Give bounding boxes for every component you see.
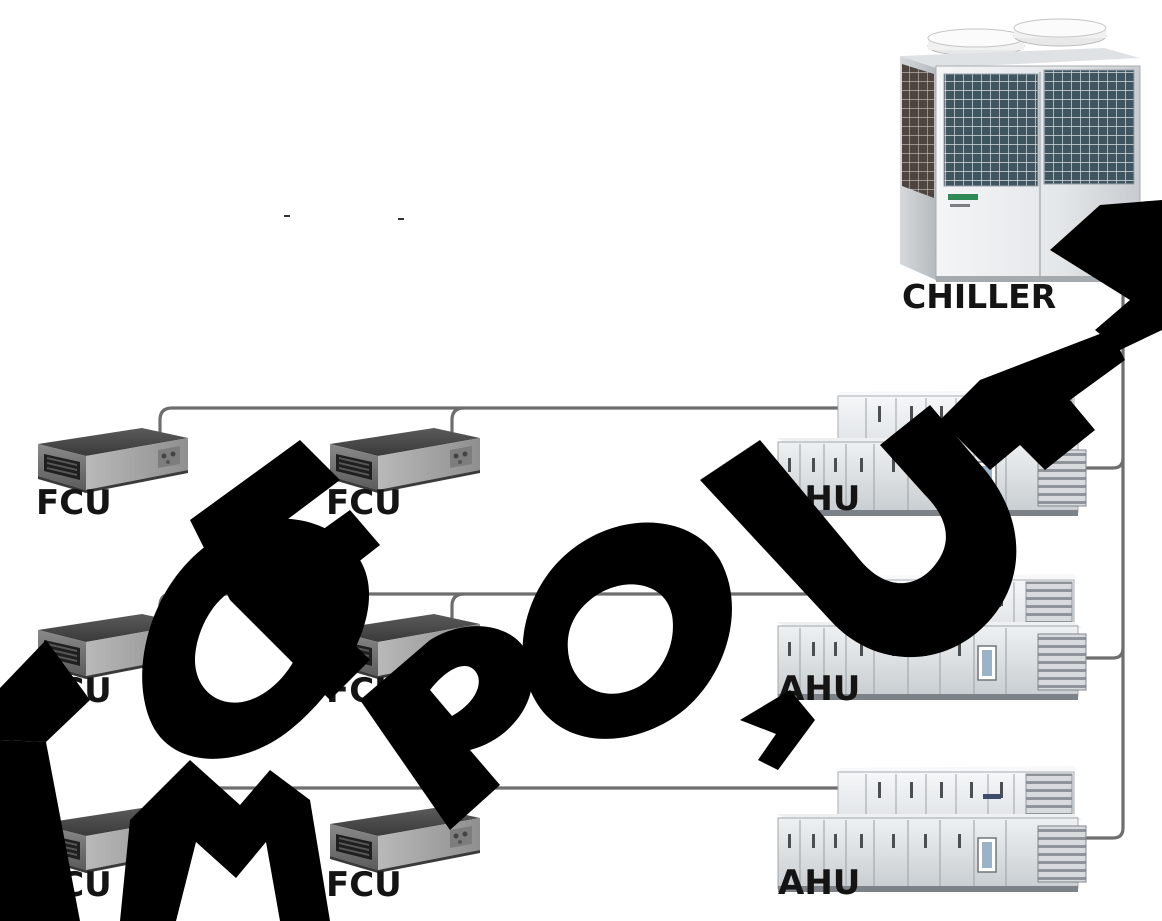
fcu-row-2b-branch: [450, 592, 465, 622]
fcu-row-1-pipe: [158, 406, 840, 436]
chiller-label: CHILLER: [902, 277, 1056, 316]
ahu-1-supply-pipe: [1086, 457, 1125, 470]
fcu-label-r1-c2: FCU: [326, 483, 402, 523]
watermark: [0, 200, 1162, 921]
fcu-label-r3-c2: FCU: [326, 865, 402, 905]
ahu-2-supply-pipe: [1086, 647, 1125, 660]
main-riser-pipe: [1086, 282, 1125, 840]
chiller-unit: [900, 18, 1141, 282]
fcu-label-r1-c1: FCU: [36, 483, 112, 523]
fcu-row-1b-branch: [450, 406, 465, 436]
ahu-label-3: AHU: [778, 863, 860, 903]
